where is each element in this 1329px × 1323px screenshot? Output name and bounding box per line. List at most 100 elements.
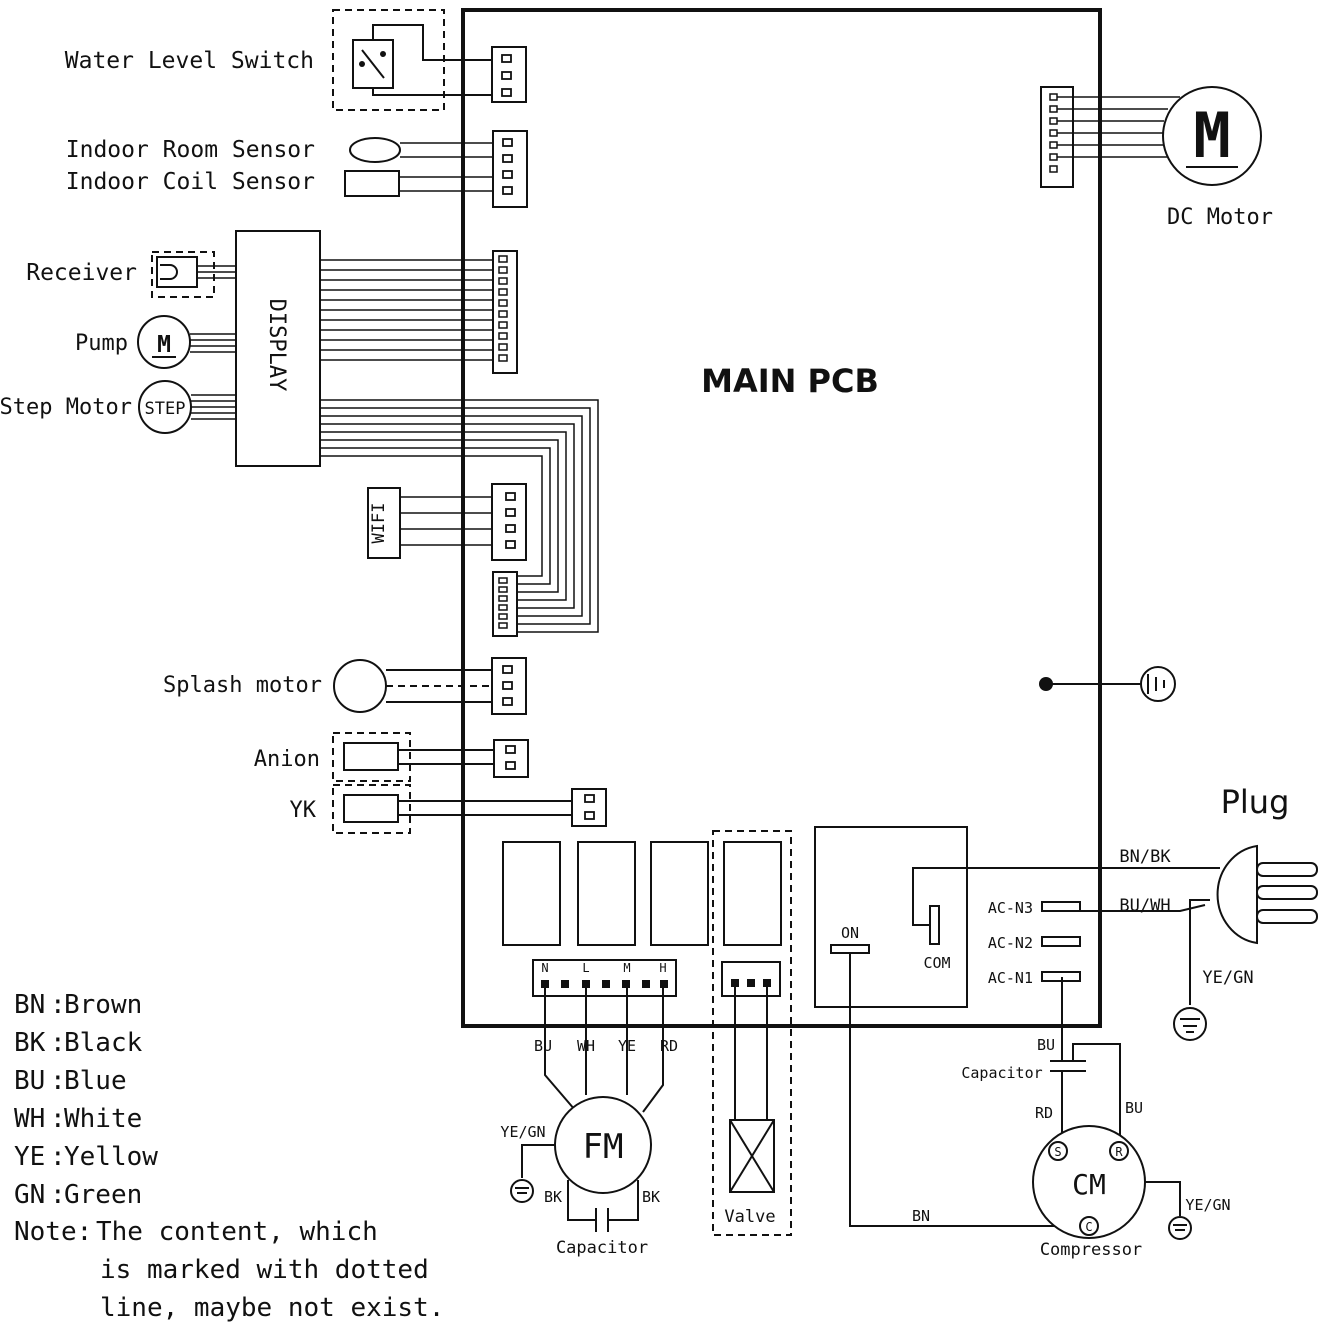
color-legend: BN Brown BK Black BU Blue WH White YE Ye… bbox=[14, 990, 158, 1210]
svg-text::: : bbox=[50, 990, 66, 1020]
dc-motor-symbol bbox=[1162, 86, 1262, 186]
relay-3 bbox=[650, 841, 709, 946]
pump-motor-symbol bbox=[137, 315, 191, 369]
earth-icon-comp bbox=[1168, 1216, 1192, 1240]
relay-valve bbox=[723, 841, 782, 946]
fan-terminal-block bbox=[532, 959, 677, 997]
legend-name: White bbox=[64, 1104, 142, 1134]
display-board bbox=[235, 230, 321, 467]
compressor-label: Compressor bbox=[1040, 1240, 1142, 1260]
power-board bbox=[814, 826, 968, 1008]
terminal-ac-n2: AC-N2 bbox=[988, 934, 1033, 952]
anion-label: Anion bbox=[254, 747, 320, 772]
terminal-h: H bbox=[659, 961, 666, 975]
wire-ye-gn-comp: YE/GN bbox=[1185, 1196, 1230, 1214]
legend-name: Blue bbox=[64, 1066, 127, 1096]
indoor-room-sensor-symbol bbox=[349, 137, 401, 163]
plug-label: Plug bbox=[1221, 783, 1290, 821]
svg-text::: : bbox=[50, 1142, 66, 1172]
terminal-l: L bbox=[582, 961, 589, 975]
yk-symbol bbox=[343, 794, 399, 823]
valve-label: Valve bbox=[724, 1207, 775, 1227]
receiver-dotted-box bbox=[151, 251, 215, 298]
wire-bn: BN bbox=[912, 1207, 930, 1225]
compressor-terminal-s: S bbox=[1054, 1145, 1061, 1159]
compressor-terminal-r: R bbox=[1115, 1145, 1123, 1159]
terminal-com: COM bbox=[923, 954, 950, 972]
wire-ye: YE bbox=[618, 1037, 636, 1055]
main-pcb-board bbox=[461, 8, 1102, 1028]
legend-name: Black bbox=[64, 1028, 143, 1058]
svg-text::: : bbox=[50, 1066, 66, 1096]
wire-rd-comp: RD bbox=[1035, 1104, 1053, 1122]
compressor-capacitor-label: Capacitor bbox=[961, 1064, 1042, 1082]
note-line: line, maybe not exist. bbox=[100, 1293, 444, 1323]
legend-code: BN bbox=[14, 990, 45, 1020]
earth-icon bbox=[1140, 666, 1176, 702]
fan-motor-glyph: FM bbox=[583, 1127, 624, 1167]
legend-code: YE bbox=[14, 1142, 45, 1172]
yk-label: YK bbox=[290, 798, 317, 823]
terminal-m: M bbox=[623, 961, 630, 975]
legend-code: BK bbox=[14, 1028, 46, 1058]
wire-bu-wh: BU/WH bbox=[1119, 896, 1170, 916]
anion-dotted-box bbox=[332, 732, 411, 782]
note-line: is marked with dotted bbox=[100, 1255, 429, 1285]
wire-wh: WH bbox=[577, 1037, 595, 1055]
indoor-room-sensor-label: Indoor Room Sensor bbox=[66, 137, 315, 163]
indoor-coil-sensor-symbol bbox=[344, 170, 400, 197]
legend-name: Brown bbox=[64, 990, 142, 1020]
main-pcb-title: MAIN PCB bbox=[701, 362, 879, 400]
legend-name: Yellow bbox=[64, 1142, 158, 1172]
relay-2 bbox=[577, 841, 636, 946]
legend-code: GN bbox=[14, 1180, 45, 1210]
relay-1 bbox=[502, 841, 561, 946]
dc-motor-label: DC Motor bbox=[1167, 205, 1273, 230]
wire-ye-gn-plug: YE/GN bbox=[1202, 968, 1253, 988]
anion-symbol bbox=[343, 742, 399, 771]
wire-rd: RD bbox=[660, 1037, 678, 1055]
yk-dotted-box bbox=[332, 784, 411, 834]
plug-symbol bbox=[1216, 844, 1258, 945]
wire-bn-bk: BN/BK bbox=[1119, 847, 1171, 867]
svg-text::: : bbox=[50, 1104, 66, 1134]
com-terminal bbox=[929, 905, 940, 945]
terminal-n: N bbox=[541, 961, 548, 975]
connector-anion bbox=[493, 739, 529, 778]
indoor-coil-sensor-label: Indoor Coil Sensor bbox=[66, 169, 315, 195]
wifi-label: WIFI bbox=[369, 503, 389, 544]
wire-ye-gn-fm: YE/GN bbox=[500, 1123, 545, 1141]
splash-motor-label: Splash motor bbox=[163, 673, 322, 698]
water-level-switch-label: Water Level Switch bbox=[65, 48, 314, 74]
fan-capacitor-label: Capacitor bbox=[556, 1238, 648, 1258]
wire-bk-right: BK bbox=[642, 1188, 660, 1206]
valve-symbol bbox=[729, 1119, 775, 1193]
legend-code: BU bbox=[14, 1066, 45, 1096]
note-line: The content, which bbox=[96, 1217, 378, 1247]
wire-bu-cap: BU bbox=[1037, 1036, 1055, 1054]
display-label: DISPLAY bbox=[264, 299, 289, 392]
compressor-glyph: CM bbox=[1072, 1168, 1106, 1201]
wire-bk-left: BK bbox=[544, 1188, 562, 1206]
wire-bu-comp: BU bbox=[1125, 1099, 1143, 1117]
terminal-ac-n3: AC-N3 bbox=[988, 899, 1033, 917]
svg-text::: : bbox=[50, 1028, 66, 1058]
splash-motor-symbol bbox=[333, 659, 387, 713]
pump-label: Pump bbox=[75, 331, 128, 356]
wifi-module bbox=[367, 487, 401, 559]
earth-icon-plug bbox=[1173, 1007, 1207, 1041]
receiver-label: Receiver bbox=[26, 260, 137, 286]
svg-text::: : bbox=[50, 1180, 66, 1210]
legend-name: Green bbox=[64, 1180, 142, 1210]
step-motor-label: Step Motor bbox=[0, 395, 132, 420]
legend-code: WH bbox=[14, 1104, 45, 1134]
dc-motor-glyph: M bbox=[1193, 99, 1230, 172]
terminal-ac-n1: AC-N1 bbox=[988, 969, 1033, 987]
terminal-on: ON bbox=[841, 924, 859, 942]
compressor-terminal-c: C bbox=[1085, 1220, 1092, 1234]
step-motor-glyph: STEP bbox=[145, 399, 186, 419]
on-terminal bbox=[830, 944, 870, 954]
pump-motor-glyph: M bbox=[157, 332, 171, 358]
valve-dotted-box bbox=[712, 830, 792, 1236]
